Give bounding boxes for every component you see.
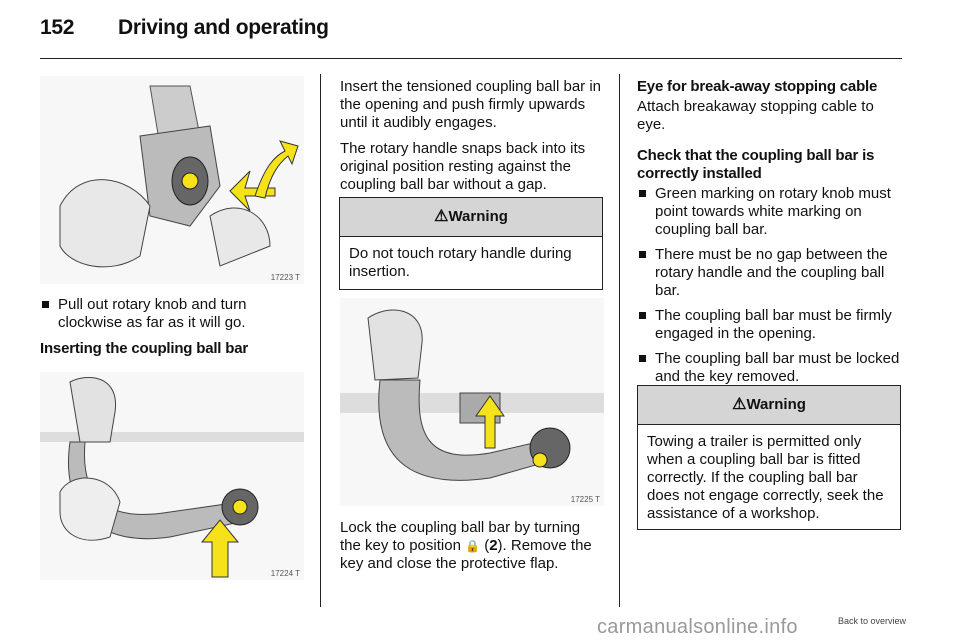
illustration-ball-bar-engaged: [340, 309, 604, 481]
warning-title: Warning: [448, 208, 508, 225]
warning-triangle-icon: ⚠: [732, 396, 747, 413]
list-item: The coupling ball bar must be firmly eng…: [637, 307, 903, 343]
section-heading: Inserting the coupling ball bar: [40, 340, 248, 357]
paragraph: The rotary handle snaps back into its or…: [340, 140, 586, 193]
column-2-text: Insert the tensioned coupling ball bar i…: [340, 78, 604, 202]
illustration-insert-ball-bar: [40, 376, 304, 578]
column-divider-2: [619, 74, 620, 607]
warning-title: Warning: [746, 396, 806, 413]
list-item: There must be no gap between the rotary …: [637, 246, 903, 300]
section-heading: Check that the coupling ball bar is corr…: [637, 147, 875, 182]
list-item: Green marking on rotary knob must point …: [637, 185, 903, 239]
page-header: 152 Driving and operating: [40, 16, 329, 40]
warning-header: ⚠Warning: [340, 198, 602, 237]
watermark: carmanualsonline.info: [597, 616, 798, 638]
header-rule: [40, 58, 902, 59]
paragraph: Lock the coupling ball bar by turning th…: [340, 519, 592, 572]
column-3-text: Eye for break-away stopping cable Attach…: [637, 78, 903, 393]
warning-box: ⚠Warning Do not touch rotary handle duri…: [339, 197, 603, 290]
warning-header: ⚠Warning: [638, 386, 900, 425]
figure-pull-rotary-knob: 17223 T: [40, 76, 304, 284]
back-to-overview-link[interactable]: Back to overview: [838, 616, 907, 626]
paragraph: Insert the tensioned coupling ball bar i…: [340, 78, 602, 131]
list-item: Pull out rotary knob and turn clockwise …: [40, 296, 304, 332]
figure-insert-ball-bar: 17224 T: [40, 372, 304, 580]
figure-number: 17224 T: [270, 569, 300, 578]
bullet-square-icon: [42, 301, 49, 308]
page-number: 152: [40, 16, 75, 39]
paragraph: Attach breakaway stopping cable to eye.: [637, 98, 874, 133]
column-divider-1: [320, 74, 321, 607]
figure-number: 17225 T: [570, 495, 600, 504]
figure-ball-bar-engaged: 17225 T: [340, 298, 604, 506]
bullet-square-icon: [639, 355, 646, 362]
column-1-text: Pull out rotary knob and turn clockwise …: [40, 296, 304, 360]
lock-instruction: Lock the coupling ball bar by turning th…: [340, 519, 604, 581]
figure-number: 17223 T: [270, 273, 300, 282]
illustration-hand-rotary-knob: [59, 85, 299, 268]
bullet-square-icon: [639, 251, 646, 258]
lock-icon: 🔒: [465, 539, 481, 553]
page-title: Driving and operating: [118, 16, 329, 39]
section-heading: Eye for break-away stopping cable: [637, 78, 878, 95]
warning-triangle-icon: ⚠: [434, 208, 449, 225]
warning-text: Towing a trailer is permitted only when …: [647, 433, 884, 522]
warning-box: ⚠Warning Towing a trailer is permitted o…: [637, 385, 901, 530]
warning-text: Do not touch rotary handle during insert…: [349, 245, 572, 280]
list-item: The coupling ball bar must be locked and…: [637, 350, 903, 386]
bullet-square-icon: [639, 312, 646, 319]
bullet-square-icon: [639, 190, 646, 197]
